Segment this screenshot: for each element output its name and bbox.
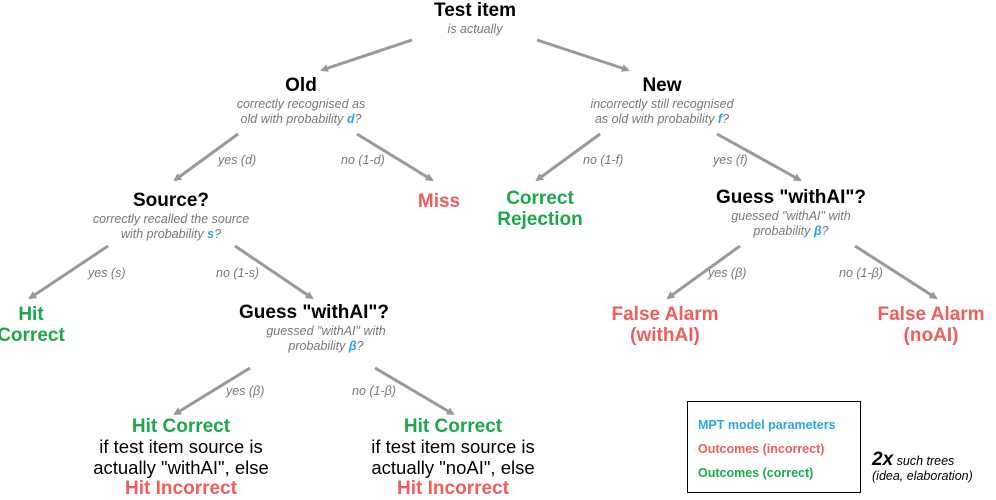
outcome-false-alarm-withai: False Alarm (withAI) [611, 304, 719, 346]
old-node: Old correctly recognised as old with pro… [237, 75, 366, 127]
root-title: Test item [433, 0, 517, 21]
leaf-right-head: Hit Correct [403, 416, 503, 437]
legend-incorrect: Outcomes (incorrect) [698, 442, 825, 456]
leaf-right-line2: actually "noAI", else [371, 456, 535, 478]
arrow-root-new [536, 38, 630, 72]
trees-note-line2: (idea, elaboration) [872, 469, 973, 483]
arrow-source-guess [234, 244, 314, 300]
outcome-false-alarm-noai: False Alarm (noAI) [877, 304, 985, 346]
trees-note: 2x such trees (idea, elaboration) [872, 449, 973, 484]
edge-label-yes-beta-left: yes (β) [226, 384, 265, 398]
trees-note-count: 2x [872, 449, 894, 470]
outcome-hit-correct: Hit Correct [0, 304, 65, 346]
legend-box: MPT model parameters Outcomes (incorrect… [687, 401, 861, 493]
edge-label-yes-beta-right: yes (β) [708, 266, 747, 280]
param-beta: β [813, 224, 822, 238]
new-node: New incorrectly still recognised as old … [590, 75, 733, 127]
leaf-right-tail: Hit Incorrect [397, 478, 509, 499]
guess-left-node: Guess "withAI"? guessed "withAI" with pr… [239, 302, 389, 354]
param-f: f [717, 112, 723, 126]
guess-right-desc-line2: probability β? [753, 224, 829, 238]
edge-label-yes-s: yes (s) [88, 266, 126, 280]
leaf-left-line2: actually "withAI", else [93, 456, 269, 478]
legend-correct: Outcomes (correct) [698, 466, 814, 480]
arrow-guess-left-leaf-right [374, 366, 455, 416]
edge-label-no-1f: no (1-f) [583, 153, 624, 167]
outcome-miss: Miss [417, 191, 461, 212]
outcome-leaf-noai: Hit Correct if test item source is actua… [371, 416, 534, 499]
param-beta: β [348, 339, 357, 353]
arrow-root-old [320, 38, 413, 72]
trees-note-text: such trees [893, 454, 955, 468]
new-desc-line1: incorrectly still recognised [590, 97, 734, 111]
root-node: Test item is actually [434, 0, 516, 37]
new-desc-line2: as old with probability f? [594, 112, 730, 126]
outcome-leaf-withai: Hit Correct if test item source is actua… [93, 416, 269, 499]
arrow-new-guess [716, 132, 802, 182]
edge-label-no-1beta-right: no (1-β) [839, 266, 883, 280]
guess-right-title: Guess "withAI"? [716, 187, 866, 208]
leaf-left-tail: Hit Incorrect [125, 478, 237, 499]
edge-label-yes-f: yes (f) [713, 153, 748, 167]
arrow-guess-right-fa-noai [854, 244, 938, 300]
arrow-old-source [173, 132, 239, 182]
arrow-guess-right-fa-withai [666, 244, 741, 300]
edge-label-no-1d: no (1-d) [341, 153, 385, 167]
outcome-correct-rejection: Correct Rejection [497, 188, 583, 230]
legend-params: MPT model parameters [698, 418, 836, 432]
old-desc-line1: correctly recognised as [236, 97, 366, 111]
param-d: d [346, 112, 355, 126]
leaf-left-head: Hit Correct [131, 416, 231, 437]
edge-label-no-1beta-left: no (1-β) [352, 384, 396, 398]
guess-right-desc-line1: guessed "withAI" with [731, 209, 851, 223]
guess-left-desc-line1: guessed "withAI" with [266, 324, 386, 338]
guess-left-desc-line2: probability β? [288, 339, 364, 353]
source-desc-line1: correctly recalled the source [92, 212, 250, 226]
guess-left-title: Guess "withAI"? [239, 302, 389, 323]
root-subtitle: is actually [447, 22, 503, 36]
source-title: Source? [132, 190, 210, 211]
new-title: New [642, 75, 682, 96]
old-desc-line2: old with probability d? [240, 112, 362, 126]
arrow-new-correct-rejection [535, 132, 601, 182]
source-desc-line2: with probability s? [120, 227, 222, 241]
arrow-guess-left-leaf-left [173, 366, 251, 416]
leaf-left-line1: if test item source is [99, 436, 263, 457]
guess-right-node: Guess "withAI"? guessed "withAI" with pr… [716, 187, 866, 239]
edge-label-no-1s: no (1-s) [216, 266, 260, 280]
edge-label-yes-d: yes (d) [218, 153, 257, 167]
param-s: s [207, 227, 215, 241]
arrow-old-miss [356, 132, 434, 182]
leaf-right-line1: if test item source is [371, 436, 535, 457]
source-node: Source? correctly recalled the source wi… [93, 190, 249, 242]
old-title: Old [285, 75, 317, 96]
arrow-source-hit [28, 244, 109, 300]
